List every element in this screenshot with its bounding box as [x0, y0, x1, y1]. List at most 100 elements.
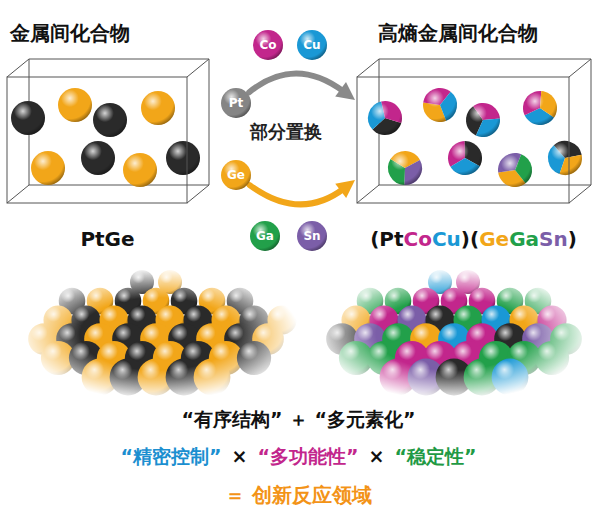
arrow-shaft: [250, 185, 344, 204]
formula-part: Sn: [539, 227, 568, 251]
atom-shine: [11, 101, 45, 135]
element-circle: Pt: [221, 88, 251, 118]
atom-sphere: [253, 30, 283, 60]
substitution-arrow: [249, 73, 355, 100]
atom-shine: [237, 341, 271, 375]
text-row: “精密控制”×“多功能性”×“稳定性”: [0, 444, 597, 470]
atom-shine: [498, 153, 532, 187]
formula-part: (Pt: [370, 227, 403, 251]
atom-sphere: [123, 153, 157, 187]
atom-sphere: [141, 91, 175, 125]
cell-edge: [187, 185, 209, 203]
atom-shine: [194, 359, 231, 396]
element-circle: Ge: [221, 160, 251, 190]
cell-edge: [29, 185, 209, 186]
atom-sphere: [250, 221, 280, 251]
cell-edge: [7, 185, 29, 203]
atom-shine: [221, 88, 251, 118]
feature-term: “多功能性”: [253, 444, 364, 470]
atom-shine: [31, 151, 65, 185]
cell-edge: [379, 59, 591, 60]
atom-shine: [523, 91, 557, 125]
cell-edge: [591, 59, 592, 185]
element-circle: Co: [253, 30, 283, 60]
arrow-shaft: [249, 73, 344, 92]
atom-shine: [221, 160, 251, 190]
atom-sphere: [166, 141, 200, 175]
substitution-arrow: [250, 180, 355, 204]
element-symbol: Sn: [297, 221, 327, 251]
operator: ×: [363, 445, 389, 467]
atom-sphere: [58, 88, 92, 122]
element-circle: Cu: [297, 30, 327, 60]
atom-sphere: [297, 30, 327, 60]
formula-part: Ga: [509, 227, 539, 251]
atom-sphere: [297, 221, 327, 251]
element-symbol: Ga: [250, 221, 280, 251]
result-line: ＝ 创新反应领域: [220, 482, 377, 509]
atom-shine: [448, 141, 482, 175]
panel-title: 金属间化合物: [10, 20, 130, 47]
chemical-formula: (PtCoCu)(GeGaSn): [355, 227, 592, 251]
element-symbol: Cu: [297, 30, 327, 60]
atom-shine: [253, 30, 283, 60]
feature-term: “稳定性”: [389, 444, 481, 470]
atom-sphere: [492, 359, 529, 396]
atom-shine: [250, 221, 280, 251]
atom-shine: [466, 103, 500, 137]
cell-edge: [187, 59, 209, 77]
atom-sphere: [81, 141, 115, 175]
formula-part: Ge: [479, 227, 509, 251]
cell-edge: [569, 185, 591, 203]
atom-sphere: [237, 341, 271, 375]
summary-line: “有序结构” ＋ “多元素化”: [176, 407, 420, 433]
cell-edge: [357, 59, 379, 77]
atom-shine: [93, 103, 127, 137]
atom-shine: [388, 151, 422, 185]
atom-shine: [166, 141, 200, 175]
atom-sphere: [221, 88, 251, 118]
cell-edge: [209, 59, 210, 185]
atom-shine: [123, 153, 157, 187]
atom-shine: [535, 341, 569, 375]
atom-surface: [28, 270, 296, 395]
atom-sphere: [194, 359, 231, 396]
arrow-head: [335, 82, 355, 100]
arrow-head: [335, 180, 355, 198]
cell-edge: [357, 77, 569, 203]
atom-sphere: [535, 341, 569, 375]
cell-edge: [379, 185, 591, 186]
element-circle: Ga: [250, 221, 280, 251]
process-label: 部分置换: [250, 120, 322, 144]
operator: ×: [227, 445, 253, 467]
formula-part: )(: [461, 227, 479, 251]
atom-shine: [548, 141, 582, 175]
atom-shine: [297, 221, 327, 251]
formula-part: ): [568, 227, 577, 251]
chemical-formula: PtGe: [5, 227, 210, 251]
atom-shine: [297, 30, 327, 60]
atom-sphere: [31, 151, 65, 185]
atom-shine: [423, 88, 457, 122]
cell-edge: [569, 59, 591, 77]
atom-shine: [81, 141, 115, 175]
unit-cell-outline: [5, 55, 210, 205]
cell-edge: [7, 77, 187, 203]
unit-cell-outline: [355, 55, 592, 205]
text-row: ＝ 创新反应领域: [0, 482, 597, 509]
cell-edge: [29, 59, 209, 60]
feature-term: “精密控制”: [116, 444, 227, 470]
text-row: “有序结构” ＋ “多元素化”: [0, 407, 597, 433]
crystal-cell: 高熵金属间化合物(PtCoCu)(GeGaSn): [355, 55, 592, 205]
element-symbol: Ge: [221, 160, 251, 190]
atom-sphere: [11, 101, 45, 135]
cell-edge: [7, 59, 29, 77]
atom-shine: [492, 359, 529, 396]
atom-surface: [326, 270, 582, 395]
element-symbol: Co: [253, 30, 283, 60]
cell-edge: [357, 185, 379, 203]
formula-part: Cu: [432, 227, 461, 251]
element-circle: Sn: [297, 221, 327, 251]
atom-sphere: [221, 160, 251, 190]
atom-shine: [58, 88, 92, 122]
